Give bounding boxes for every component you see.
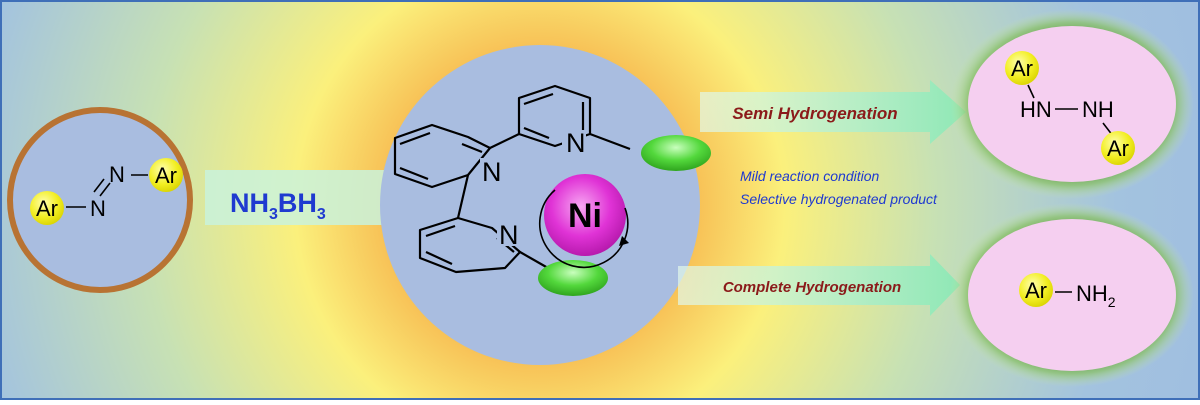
- n-label-top: N: [566, 128, 586, 158]
- amine-ar: Ar: [1025, 278, 1047, 303]
- functional-group-lobe-bottom: [538, 260, 608, 296]
- hydrazo-ar-top: Ar: [1011, 56, 1033, 81]
- azo-ar-right: Ar: [155, 163, 177, 188]
- nickel-label: Ni: [568, 197, 602, 235]
- ar-badge-top: [1005, 51, 1039, 85]
- n-label-middle: N: [482, 157, 502, 187]
- pyridine-ring-middle: [393, 123, 492, 189]
- azo-n-top: N: [109, 162, 125, 187]
- azo-n-bottom: N: [90, 196, 106, 221]
- ar-badge-amine: [1019, 273, 1053, 307]
- product-semi-hydrogenation: Ar HN NH Ar: [950, 9, 1194, 199]
- ar-badge-left: [30, 191, 64, 225]
- reagent-arrow: [205, 170, 395, 225]
- hydrazo-hn: HN: [1020, 97, 1052, 122]
- amine-nh2: NH2: [1076, 281, 1116, 310]
- product-complete-hydrogenation: Ar NH2: [950, 203, 1194, 387]
- functional-group-lobe-top: [641, 135, 711, 171]
- cycle-arrowhead: [619, 236, 629, 246]
- note-mild-conditions: Mild reaction condition: [740, 168, 880, 184]
- complete-hydrogenation-arrow: Complete Hydrogenation: [678, 254, 960, 316]
- semi-hydrogenation-arrow: Semi Hydrogenation: [700, 80, 966, 144]
- pyridine-ring-bottom: [418, 216, 522, 274]
- complete-hydrogenation-label: Complete Hydrogenation: [723, 279, 901, 296]
- ar-badge-right: [149, 158, 183, 192]
- semi-hydrogenation-label: Semi Hydrogenation: [732, 104, 897, 123]
- hydrazo-ar-bottom: Ar: [1107, 136, 1129, 161]
- nickel-center: Ni: [538, 174, 629, 269]
- cycle-arrow: [538, 189, 629, 269]
- n-label-bottom: N: [499, 220, 519, 250]
- catalyst-circle: [380, 45, 700, 365]
- azo-double-bond-a: [99, 182, 111, 197]
- azo-double-bond-b: [93, 178, 105, 193]
- ar-badge-bottom: [1101, 131, 1135, 165]
- azo-ar-left: Ar: [36, 196, 58, 221]
- substrate-circle: Ar Ar N N: [7, 107, 193, 293]
- reagent-label: NH3BH3: [230, 188, 326, 223]
- note-selective-product: Selective hydrogenated product: [740, 191, 938, 207]
- ligand-n-labels: N N N: [480, 128, 586, 250]
- terpyridine-ligand: [393, 84, 631, 274]
- hydrazo-nh: NH: [1082, 97, 1114, 122]
